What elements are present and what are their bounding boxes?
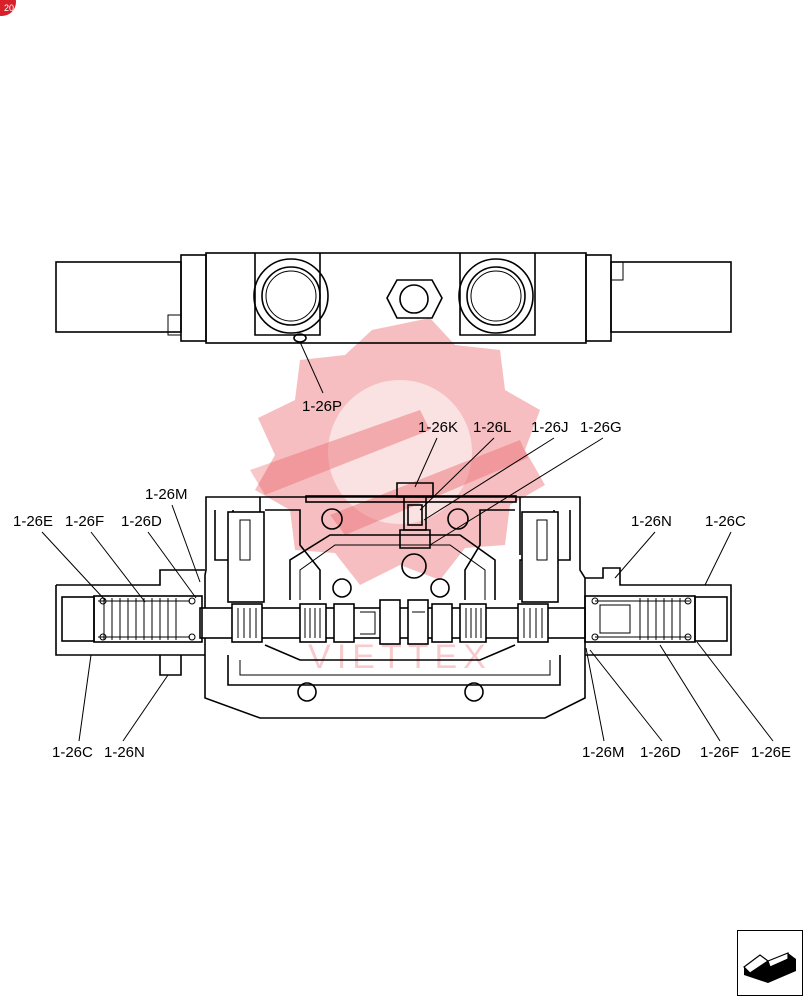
label-1-26E-right: 1-26E	[751, 744, 791, 761]
next-page-button[interactable]	[737, 930, 803, 996]
label-1-26D-left: 1-26D	[121, 513, 162, 530]
leader-1-26P	[299, 341, 324, 394]
label-1-26N-right: 1-26N	[631, 513, 672, 530]
label-1-26K: 1-26K	[418, 419, 458, 436]
valve-top-view	[55, 252, 732, 344]
spool-lands	[231, 599, 549, 645]
label-1-26E-left: 1-26E	[13, 513, 53, 530]
label-1-26C-left: 1-26C	[52, 744, 93, 761]
label-1-26G: 1-26G	[580, 419, 622, 436]
spring-left	[98, 597, 196, 641]
label-1-26L: 1-26L	[473, 419, 511, 436]
spring-right	[591, 597, 692, 641]
label-1-26F-left: 1-26F	[65, 513, 104, 530]
valve-section-view	[55, 482, 732, 719]
label-1-26N-left: 1-26N	[104, 744, 145, 761]
label-1-26F-right: 1-26F	[700, 744, 739, 761]
label-1-26M-right: 1-26M	[582, 744, 625, 761]
arrow-icon	[743, 952, 796, 983]
label-1-26M-left: 1-26M	[145, 486, 188, 503]
label-1-26P: 1-26P	[302, 398, 342, 415]
label-1-26D-right: 1-26D	[640, 744, 681, 761]
label-1-26J: 1-26J	[531, 419, 569, 436]
label-1-26C-right: 1-26C	[705, 513, 746, 530]
watermark-gear-inner	[250, 380, 528, 535]
leader-lines	[41, 437, 774, 742]
corner-badge: 20	[0, 0, 16, 16]
